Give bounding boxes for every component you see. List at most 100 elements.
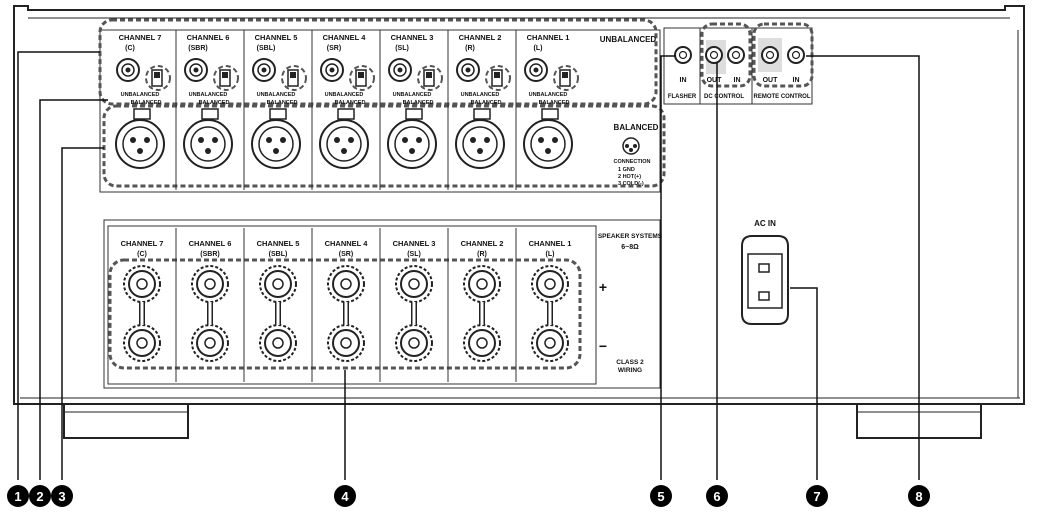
input-channel-name: CHANNEL 5	[255, 33, 298, 42]
chassis	[13, 5, 1025, 405]
speaker-channel-sub: (C)	[137, 251, 147, 258]
switch-label-unbalanced: UNBALANCED	[529, 92, 568, 98]
speaker-channel-7: CHANNEL 7 (C)	[121, 239, 164, 362]
xlr-pin	[130, 137, 136, 143]
input-channel-sub: (SBR)	[188, 45, 207, 52]
speaker-channel-sub: (SL)	[407, 251, 421, 258]
switch-toggle	[290, 72, 296, 78]
remote-control-dashed-group	[752, 22, 814, 88]
switch-label-balanced: BALANCED	[539, 100, 570, 106]
xlr-latch	[541, 108, 559, 120]
speaker-terminal-plus	[531, 265, 569, 303]
xlr-latch	[405, 108, 423, 120]
speaker-channel-name: CHANNEL 3	[393, 239, 436, 248]
left-foot	[63, 403, 189, 439]
xlr-pin	[552, 137, 558, 143]
dc-out-jack-icon-inner	[709, 50, 719, 60]
xlr-connector-inner	[394, 126, 430, 162]
callout-number-2: 2	[36, 489, 43, 504]
xlr-connector-inner	[462, 126, 498, 162]
input-section-frame	[99, 29, 661, 193]
binding-post-hole	[476, 278, 488, 290]
xlr-latch	[133, 108, 151, 120]
callout-marker-7	[806, 485, 828, 507]
speaker-impedance-label: 6~8Ω	[621, 244, 639, 251]
speaker-channel-sub: (L)	[546, 251, 555, 258]
input-channel-name: CHANNEL 2	[459, 33, 502, 42]
switch-dashed-circle	[417, 65, 443, 91]
xlr-pin	[266, 137, 272, 143]
binding-post-hole	[408, 278, 420, 290]
xlr-latch	[337, 108, 355, 120]
flasher-jack-icon-inner	[678, 50, 688, 60]
input-channel-name: CHANNEL 1	[527, 33, 570, 42]
dc-in-jack-icon-inner	[731, 50, 741, 60]
callout-marker-4	[334, 485, 356, 507]
xlr-latch	[201, 108, 219, 120]
speaker-terminal-minus	[327, 324, 365, 362]
callout-number-5: 5	[657, 489, 664, 504]
rca-jack-pin	[329, 67, 335, 73]
switch-dashed-circle	[553, 65, 579, 91]
callout-marker-6	[706, 485, 728, 507]
switch-label-balanced: BALANCED	[403, 100, 434, 106]
rca-jack-pin	[465, 67, 471, 73]
callout-number-6: 6	[713, 489, 720, 504]
rca-jack-pin	[533, 67, 539, 73]
xlr-pin	[477, 148, 483, 154]
switch-label-balanced: BALANCED	[471, 100, 502, 106]
binding-post-hole	[340, 337, 352, 349]
input-channel-name: CHANNEL 3	[391, 33, 434, 42]
xlr-pin	[348, 137, 354, 143]
unbalanced-inputs-dashed-group	[98, 18, 658, 106]
binding-post-hole	[136, 278, 148, 290]
xlr-legend-pin-2: 2 HOT(+)	[618, 174, 641, 180]
speaker-channel-4: CHANNEL 4 (SR)	[311, 228, 369, 382]
speaker-terminal-plus	[327, 265, 365, 303]
xlr-pin	[280, 137, 286, 143]
switch-label-unbalanced: UNBALANCED	[461, 92, 500, 98]
balanced-inputs-dashed-group	[102, 104, 666, 188]
switch-label-balanced: BALANCED	[131, 100, 162, 106]
speaker-channel-sub: (SR)	[339, 251, 353, 258]
speaker-channel-name: CHANNEL 6	[189, 239, 232, 248]
rca-jack-pin	[397, 67, 403, 73]
speaker-terminal-minus	[395, 324, 433, 362]
callout-number-7: 7	[813, 489, 820, 504]
binding-post-hole	[408, 337, 420, 349]
callout-leader-7	[790, 287, 818, 480]
switch-label-unbalanced: UNBALANCED	[393, 92, 432, 98]
dc-in-label: IN	[734, 77, 741, 84]
speaker-channel-name: CHANNEL 4	[325, 239, 369, 248]
callout-leader-8	[806, 55, 920, 480]
speaker-terminal-plus	[463, 265, 501, 303]
binding-post-hole	[544, 337, 556, 349]
speaker-channel-name: CHANNEL 7	[121, 239, 164, 248]
rca-jack-pin	[193, 67, 199, 73]
class2-wiring-label: WIRING	[618, 367, 642, 374]
switch-label-balanced: BALANCED	[335, 100, 366, 106]
speaker-inner-frame	[107, 225, 597, 385]
xlr-pin	[545, 148, 551, 154]
input-channel-name: CHANNEL 4	[323, 33, 367, 42]
xlr-connector-inner	[190, 126, 226, 162]
control-section-frame	[663, 27, 813, 105]
speaker-channel-name: CHANNEL 2	[461, 239, 504, 248]
xlr-connector-inner	[258, 126, 294, 162]
speaker-terminal-plus	[191, 265, 229, 303]
polarity-plus-label: +	[599, 279, 607, 295]
switch-label-unbalanced: UNBALANCED	[121, 92, 160, 98]
dc-control-dashed-group	[700, 22, 752, 88]
dc-out-label: OUT	[707, 77, 723, 84]
ac-in-label: AC IN	[754, 219, 776, 228]
xlr-connector-inner	[530, 126, 566, 162]
callout-number-8: 8	[915, 489, 922, 504]
speaker-section-frame	[103, 219, 661, 389]
